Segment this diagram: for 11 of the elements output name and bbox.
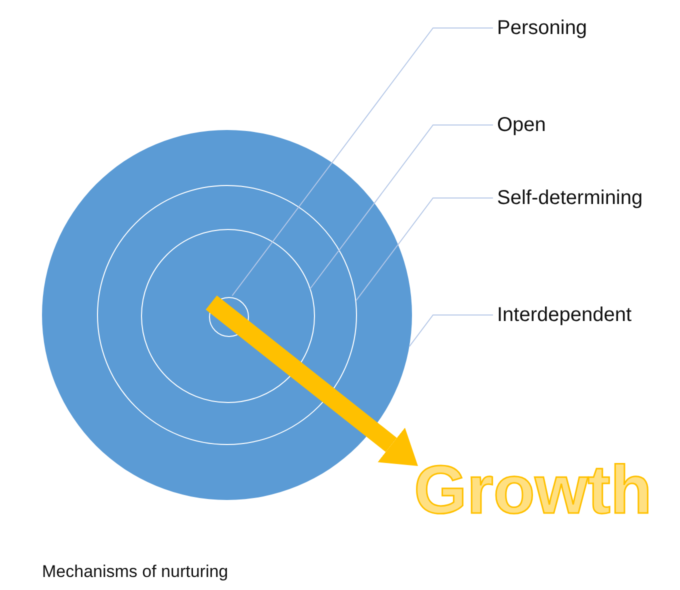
leader-line [356,198,494,301]
ring-label: Self-determining [497,186,647,210]
ring-label: Personing [497,16,647,40]
ring-label: Interdependent [497,303,667,327]
ring-label: Open [497,113,647,137]
leader-line [310,124,494,290]
leader-line [408,314,494,348]
caption: Mechanisms of nurturing [42,562,228,582]
leader-line [232,28,494,296]
growth-heading: Growth [414,452,652,528]
arrow [206,296,418,466]
